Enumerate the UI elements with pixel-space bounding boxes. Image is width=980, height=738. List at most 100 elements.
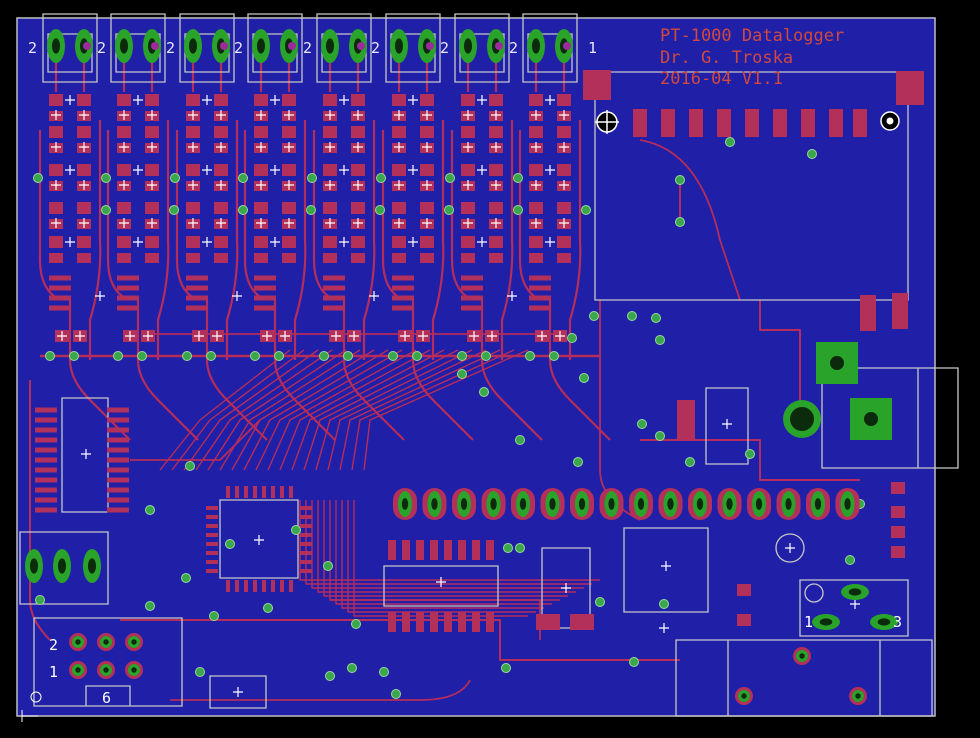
via bbox=[69, 351, 79, 361]
pin-label: 2 bbox=[28, 39, 37, 57]
via bbox=[807, 149, 817, 159]
smd-pad bbox=[145, 253, 159, 263]
smd-pad bbox=[529, 275, 551, 281]
origin-mark bbox=[280, 331, 290, 341]
silk-line bbox=[316, 13, 372, 83]
smd-pad bbox=[49, 236, 63, 248]
via bbox=[655, 335, 665, 345]
pin-marker bbox=[83, 42, 91, 50]
origin-mark bbox=[57, 331, 67, 341]
origin-mark bbox=[422, 142, 432, 152]
via bbox=[351, 619, 361, 629]
via bbox=[581, 205, 591, 215]
trace bbox=[353, 500, 528, 617]
via bbox=[206, 351, 216, 361]
origin-mark bbox=[561, 583, 571, 593]
smd-pad bbox=[254, 305, 276, 311]
trace bbox=[68, 300, 131, 441]
smd-pad bbox=[444, 540, 452, 560]
silk-line bbox=[219, 499, 299, 579]
origin-mark bbox=[216, 218, 226, 228]
smd-pad bbox=[557, 236, 571, 248]
smd-pad bbox=[420, 236, 434, 248]
smd-pad bbox=[206, 542, 218, 546]
smd-pad bbox=[392, 275, 414, 281]
via bbox=[169, 205, 179, 215]
smd-pad bbox=[323, 164, 337, 176]
origin-mark bbox=[491, 218, 501, 228]
trace bbox=[207, 349, 347, 471]
origin-mark bbox=[125, 331, 135, 341]
silk-line bbox=[675, 639, 933, 717]
trace bbox=[335, 500, 552, 605]
smd-pad bbox=[186, 164, 200, 176]
trace bbox=[156, 120, 170, 360]
smd-pad bbox=[77, 94, 91, 106]
origin-mark bbox=[463, 218, 473, 228]
drill-hole bbox=[87, 558, 97, 574]
smd-pad bbox=[300, 524, 312, 528]
smd-pad bbox=[254, 253, 268, 263]
smd-pad bbox=[107, 447, 129, 453]
smd-pad bbox=[186, 94, 200, 106]
trace bbox=[219, 349, 361, 471]
smd-pad bbox=[77, 253, 91, 263]
origin-mark bbox=[81, 449, 91, 459]
trace bbox=[363, 349, 529, 471]
smd-pad bbox=[892, 293, 908, 329]
drill-hole bbox=[490, 498, 497, 510]
origin-cross-icon bbox=[21, 691, 42, 722]
origin-mark bbox=[559, 180, 569, 190]
smd-pad bbox=[300, 506, 312, 510]
smd-pad bbox=[689, 109, 703, 137]
via bbox=[307, 173, 317, 183]
via bbox=[250, 351, 260, 361]
smd-pad bbox=[35, 427, 57, 433]
smd-pad bbox=[206, 515, 218, 519]
smd-pad bbox=[49, 164, 63, 176]
origin-mark bbox=[65, 237, 75, 247]
smd-pad bbox=[107, 497, 129, 503]
smd-pad bbox=[262, 486, 266, 498]
origin-mark bbox=[133, 237, 143, 247]
smd-pad bbox=[117, 285, 139, 291]
via bbox=[629, 657, 639, 667]
smd-pad bbox=[107, 507, 129, 513]
board-version: 2016-04 V1.1 bbox=[660, 69, 783, 89]
origin-mark bbox=[212, 331, 222, 341]
drill-hole bbox=[877, 618, 891, 626]
via bbox=[376, 173, 386, 183]
origin-mark bbox=[202, 95, 212, 105]
origin-mark bbox=[147, 142, 157, 152]
smd-pad bbox=[323, 94, 337, 106]
smd-pad bbox=[557, 94, 571, 106]
via bbox=[655, 431, 665, 441]
silk-line bbox=[385, 13, 441, 83]
smd-pad bbox=[282, 202, 296, 214]
via bbox=[525, 351, 535, 361]
drill-hole bbox=[431, 498, 438, 510]
smd-pad bbox=[529, 305, 551, 311]
drill-hole bbox=[755, 498, 763, 510]
drill-hole bbox=[790, 407, 814, 431]
origin-mark bbox=[51, 218, 61, 228]
smd-pad bbox=[583, 70, 611, 100]
drill-hole bbox=[188, 38, 198, 54]
origin-mark bbox=[507, 291, 517, 301]
smd-pad bbox=[186, 202, 200, 214]
via bbox=[659, 599, 669, 609]
origin-mark bbox=[79, 142, 89, 152]
drill-hole bbox=[696, 498, 704, 510]
via bbox=[501, 663, 511, 673]
drill-hole bbox=[531, 38, 541, 54]
drill-hole bbox=[830, 356, 844, 370]
silk-line bbox=[209, 675, 267, 709]
drill-hole bbox=[608, 498, 615, 510]
pin-marker bbox=[220, 42, 228, 50]
smd-pad bbox=[282, 126, 296, 138]
trace bbox=[293, 120, 307, 360]
origin-mark bbox=[408, 237, 418, 247]
origin-mark bbox=[188, 218, 198, 228]
origin-mark bbox=[545, 237, 555, 247]
via bbox=[195, 667, 205, 677]
